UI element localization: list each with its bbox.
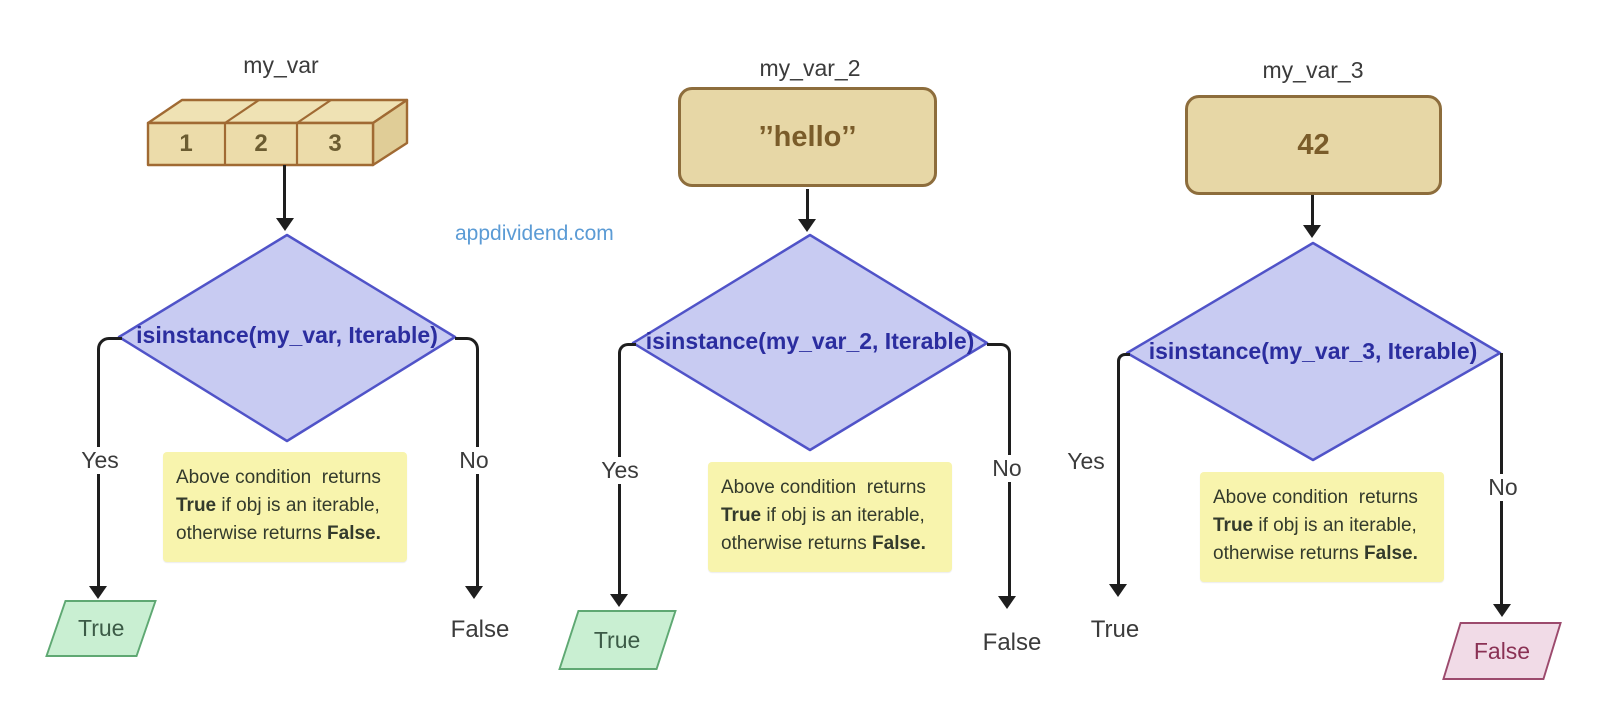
false-result-text: False xyxy=(1473,637,1531,664)
note-line: True if obj is an iterable, xyxy=(1213,515,1417,536)
note-line: otherwise returns False. xyxy=(176,523,381,544)
note-line: True if obj is an iterable, xyxy=(721,505,925,526)
note-line: otherwise returns False. xyxy=(1213,543,1418,564)
yes-label: Yes xyxy=(1061,448,1111,475)
list-cell-value: 2 xyxy=(254,130,268,157)
no-label: No xyxy=(1482,474,1524,501)
explanation-note: Above condition returns True if obj is a… xyxy=(1200,472,1444,582)
variable-title: my_var_3 xyxy=(1262,57,1364,83)
arrow-down-icon xyxy=(276,218,294,231)
yes-branch-line xyxy=(1117,353,1130,587)
watermark-text: appdividend.com xyxy=(455,222,614,245)
arrow-to-condition-line xyxy=(806,189,809,219)
decision-diamond-graphic xyxy=(631,233,989,452)
condition-text: isinstance(my_var, Iterable) xyxy=(136,322,438,348)
explanation-note: Above condition returns True if obj is a… xyxy=(163,452,407,562)
value-box: 42 xyxy=(1185,95,1442,195)
arrow-down-icon xyxy=(465,586,483,599)
false-result-shape: False xyxy=(1442,622,1562,680)
arrow-down-icon xyxy=(610,594,628,607)
arrow-to-condition-line xyxy=(1311,195,1314,225)
true-result-text: True xyxy=(1090,616,1140,643)
arrow-down-icon xyxy=(1493,604,1511,617)
arrow-down-icon xyxy=(1303,225,1321,238)
explanation-note: Above condition returns True if obj is a… xyxy=(708,462,952,572)
list-cell-value: 3 xyxy=(328,130,342,157)
note-line: otherwise returns False. xyxy=(721,533,926,554)
variable-title: my_var_2 xyxy=(759,55,861,81)
arrow-to-condition-line xyxy=(283,165,286,218)
note-line: Above condition returns xyxy=(176,467,381,488)
yes-label: Yes xyxy=(595,457,645,484)
arrow-down-icon xyxy=(798,219,816,232)
no-label: No xyxy=(453,447,495,474)
note-line: Above condition returns xyxy=(721,477,926,498)
decision-diamond-graphic xyxy=(1125,241,1502,462)
condition-text: isinstance(my_var_3, Iterable) xyxy=(1148,338,1478,364)
yes-label: Yes xyxy=(75,447,125,474)
list-box-graphic xyxy=(146,98,409,167)
arrow-down-icon xyxy=(1109,584,1127,597)
no-label: No xyxy=(986,455,1028,482)
decision-diamond-graphic xyxy=(117,233,457,443)
variable-title: my_var xyxy=(243,52,319,78)
arrow-down-icon xyxy=(89,586,107,599)
value-text: 42 xyxy=(1297,128,1330,161)
value-text: ’’hello’’ xyxy=(758,120,857,153)
false-result-text: False xyxy=(982,629,1042,656)
note-line: True if obj is an iterable, xyxy=(176,495,380,516)
condition-text: isinstance(my_var_2, Iterable) xyxy=(645,328,975,354)
value-box: ’’hello’’ xyxy=(678,87,937,187)
note-line: Above condition returns xyxy=(1213,487,1418,508)
list-cell-value: 1 xyxy=(179,130,193,157)
arrow-down-icon xyxy=(998,596,1016,609)
false-result-text: False xyxy=(450,616,510,643)
